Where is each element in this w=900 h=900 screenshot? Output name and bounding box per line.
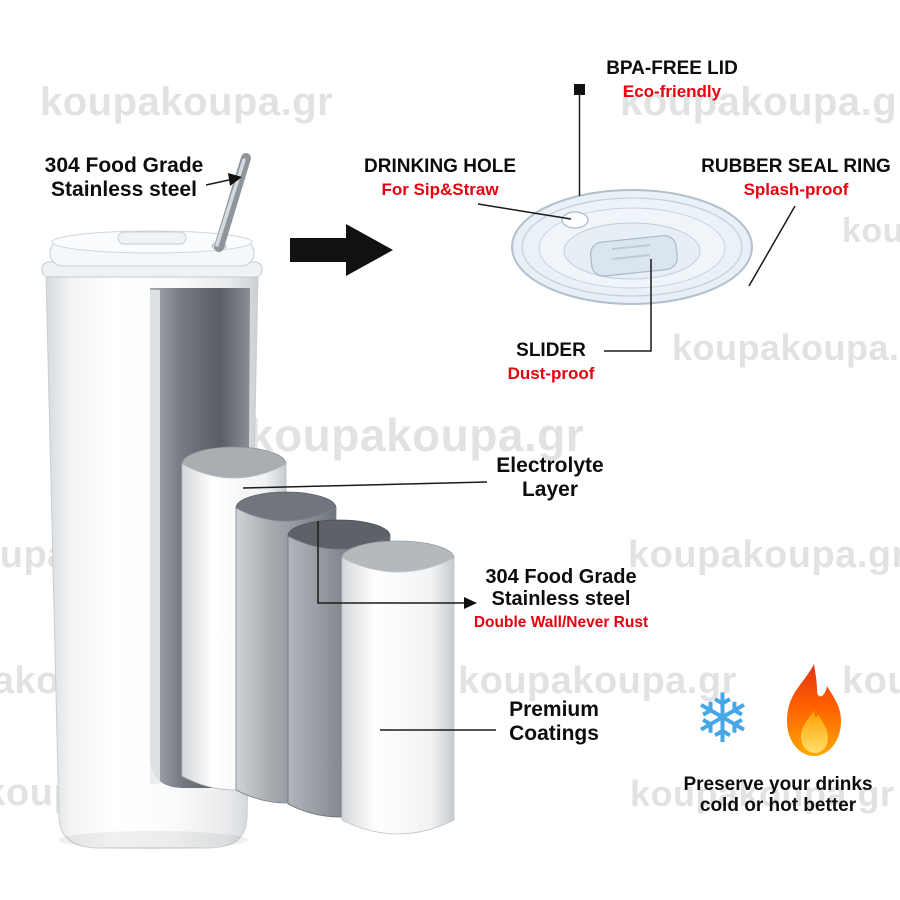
watermark: koupakoupa.gr [458, 660, 737, 702]
straw-label-line [205, 179, 230, 186]
snowflake-icon: ❄ [694, 680, 751, 759]
watermark: koupakoupa.gr [628, 534, 900, 576]
flame-inner [801, 710, 828, 753]
callout-wall-material: 304 Food Grade Stainless steel Double Wa… [466, 566, 656, 631]
callout-line: Layer [521, 477, 579, 501]
flame-icon [787, 664, 841, 756]
callout-title: SLIDER [516, 340, 586, 361]
callout-subtitle: Splash-proof [743, 180, 849, 200]
drinking-hole-line [477, 203, 572, 220]
caption-line: Preserve your drinks [683, 774, 873, 795]
slider-line [604, 259, 652, 352]
wall-layers-illustration [181, 446, 455, 835]
watermark: koupakoupa.gr [620, 80, 900, 124]
callout-title: DRINKING HOLE [364, 156, 516, 177]
callout-electrolyte-layer: Electrolyte Layer [488, 454, 612, 501]
callout-subtitle: Double Wall/Never Rust [473, 613, 649, 631]
tumbler-bottom-shade [58, 831, 248, 849]
callout-subtitle: Dust-proof [507, 364, 595, 384]
caption-preserve-drinks: Preserve your drinks cold or hot better [676, 774, 880, 817]
callout-line: 304 Food Grade [44, 154, 204, 177]
callout-lines [205, 84, 796, 731]
lid-slider-grip [611, 244, 651, 250]
callout-drinking-hole: DRINKING HOLE For Sip&Straw [356, 156, 524, 199]
layer-sheet-4 [341, 557, 455, 835]
callout-subtitle: For Sip&Straw [381, 180, 499, 200]
arrow-right-icon [290, 224, 393, 276]
callout-line: 304 Food Grade [485, 566, 637, 588]
electrolyte-line [242, 481, 488, 489]
lid-seal-ring [521, 197, 743, 297]
rubber-seal-line [748, 205, 796, 287]
callout-slider: SLIDER Dust-proof [498, 340, 604, 383]
callout-bpa-free-lid: BPA-FREE LID Eco-friendly [592, 58, 752, 101]
watermark: koupakoupa.gr [842, 212, 900, 250]
bpa-marker-square [574, 84, 585, 95]
lid-drinking-hole [561, 211, 589, 229]
inner-wall-edge [150, 290, 160, 784]
callout-title: RUBBER SEAL RING [701, 156, 891, 177]
watermark: koupakoupa.gr [630, 773, 895, 814]
lid-top-view-illustration [511, 189, 753, 305]
lid-slider-grip [611, 254, 651, 260]
watermark: koupakoupa.gr [40, 80, 334, 124]
callout-line: Stainless steel [491, 588, 631, 611]
straw-label-arrowhead [228, 173, 242, 186]
callout-premium-coatings: Premium Coatings [496, 698, 612, 745]
watermark: koupakoupa.gr [248, 409, 585, 461]
callout-line: Coatings [509, 721, 599, 745]
callout-rubber-seal-ring: RUBBER SEAL RING Splash-proof [694, 156, 898, 199]
wall-material-line [317, 521, 464, 604]
callout-line: Premium [509, 698, 599, 721]
lid-slider-ridge [117, 231, 187, 245]
callout-straw-material: 304 Food Grade Stainless steel [36, 154, 212, 201]
watermark: koupakoupa.gr [842, 660, 900, 702]
watermark: koupakoupa.gr [672, 327, 900, 368]
wall-material-arrowhead [464, 597, 477, 609]
callout-subtitle: Eco-friendly [622, 82, 722, 102]
straw-highlight [215, 158, 246, 247]
caption-line: cold or hot better [699, 795, 857, 817]
callout-title: BPA-FREE LID [606, 58, 738, 79]
callout-line: Stainless steel [51, 177, 197, 201]
callout-line: Electrolyte [496, 454, 604, 477]
